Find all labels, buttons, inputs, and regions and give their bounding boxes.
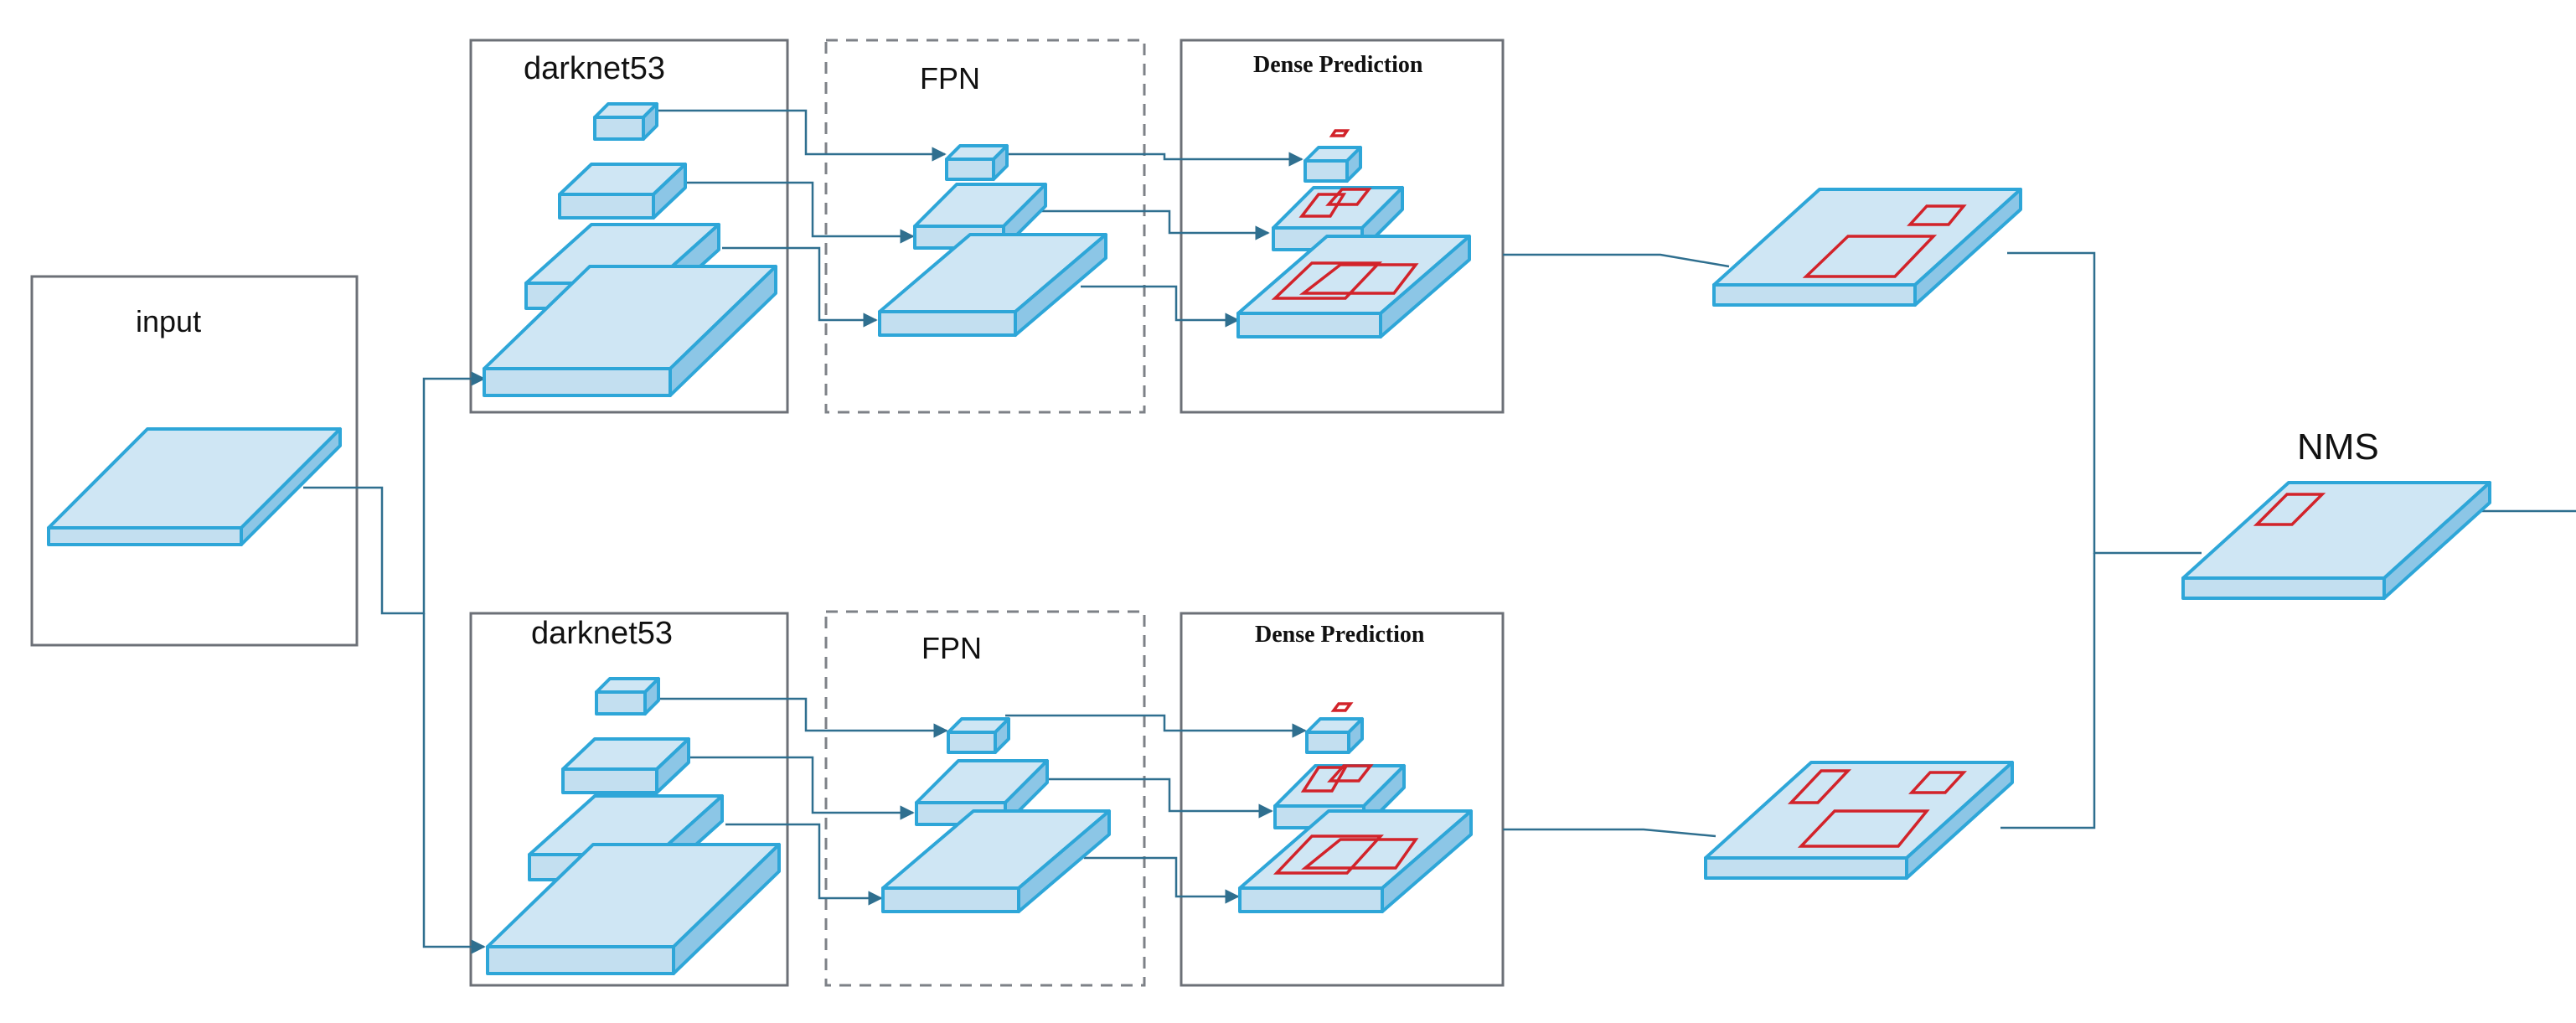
fpn-bottom-level-2	[915, 759, 1049, 826]
pred-top-l3-a	[1271, 261, 1383, 300]
pred-bottom-l2-b	[1327, 764, 1374, 783]
result-bottom-box-small-2	[1908, 771, 1967, 794]
result-bottom-box-large	[1797, 809, 1930, 848]
backbone-panel-top	[469, 39, 789, 414]
head-bottom-level-1	[1305, 717, 1364, 754]
nms-slab	[2181, 481, 2491, 600]
pred-top-l2-b	[1325, 188, 1372, 206]
fpn-panel-top	[824, 39, 1146, 414]
fpn-label-top: FPN	[920, 61, 980, 96]
pred-bottom-l3-b	[1301, 838, 1419, 870]
backbone-label-bottom: darknet53	[531, 616, 673, 651]
head-label-bottom: Dense Prediction	[1255, 622, 1425, 648]
fpn-bottom-level-1	[947, 717, 1010, 754]
pred-bottom-l2-a	[1300, 766, 1349, 793]
fpn-top-level-3	[878, 233, 1107, 337]
nms-label: NMS	[2297, 426, 2379, 468]
pred-bottom-l1	[1330, 702, 1354, 712]
fpn-bottom-level-3	[881, 809, 1111, 913]
backbone-bottom-level-4	[486, 843, 781, 975]
fpn-top-level-1	[945, 144, 1009, 181]
nms-box	[2253, 493, 2326, 526]
fpn-label-bottom: FPN	[921, 631, 982, 665]
feature-map-slabs	[47, 102, 2491, 975]
backbone-bottom-level-2	[561, 737, 690, 794]
head-label-top: Dense Prediction	[1253, 52, 1423, 78]
result-bottom-box-small	[1787, 769, 1852, 804]
pred-top-l2-a	[1298, 193, 1347, 218]
prediction-boxes	[1271, 129, 2326, 875]
input-panel	[30, 275, 359, 647]
backbone-bottom-level-1	[595, 677, 660, 716]
head-top-level-1	[1303, 146, 1362, 183]
input-slab	[47, 427, 342, 546]
head-panel-top	[1180, 39, 1505, 414]
fpn-panel-bottom	[824, 610, 1146, 987]
result-slab-bottom	[1704, 761, 2014, 880]
head-panel-bottom	[1180, 612, 1505, 987]
pred-top-l1	[1329, 129, 1350, 137]
result-slab-top	[1712, 188, 2022, 307]
result-top-box-small	[1907, 204, 1967, 226]
head-top-level-3	[1236, 235, 1471, 338]
backbone-top-level-2	[558, 163, 687, 220]
backbone-top-level-1	[593, 102, 658, 141]
result-top-box-large	[1802, 235, 1938, 278]
pred-top-l3-b	[1298, 263, 1419, 295]
backbone-label-top: darknet53	[524, 51, 665, 86]
backbone-panel-bottom	[469, 612, 789, 987]
connectors	[303, 109, 2576, 954]
input-label: input	[136, 304, 201, 338]
head-bottom-level-3	[1238, 809, 1473, 913]
backbone-top-level-4	[483, 265, 777, 397]
pred-bottom-l3-a	[1273, 834, 1384, 875]
